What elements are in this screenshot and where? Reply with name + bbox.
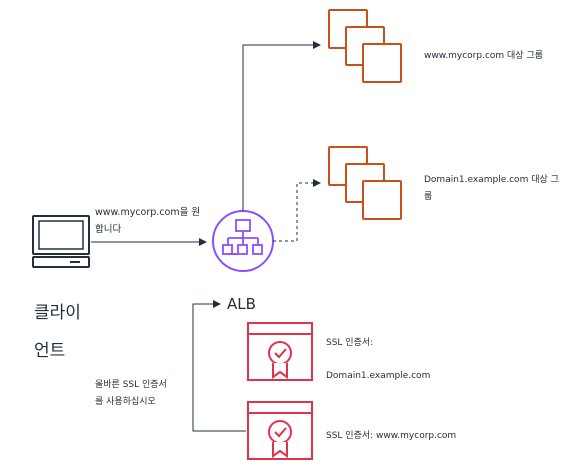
target-group-2-label-line-2: 룹	[424, 192, 433, 202]
client-computer-icon	[32, 215, 90, 268]
client-request-line-2: 합니다	[95, 224, 122, 235]
target-group-2-label-line-1: Domain1.example.com 대상 그	[424, 175, 559, 185]
client-label-line-1: 클라이	[34, 303, 81, 323]
target-group-1-instances-icon	[328, 9, 402, 83]
ssl-certificate-1-icon	[247, 322, 313, 381]
alb-load-balancer-icon	[212, 210, 274, 272]
certificate-1-label-line-2: Domain1.example.com	[326, 371, 431, 381]
alb-to-target-group-2-arrow	[273, 179, 321, 242]
sni-note-line-1: 올바른 SSL 인증서	[95, 380, 167, 390]
client-request-line-1: www.mycorp.com을 원	[95, 207, 201, 218]
target-group-1-label: www.mycorp.com 대상 그룹	[424, 51, 544, 61]
sni-note-line-2: 를 사용하십시오	[95, 397, 156, 407]
target-group-2-instances-icon	[328, 146, 402, 220]
client-label-line-2: 언트	[34, 341, 66, 361]
alb-to-target-group-1-arrow	[242, 41, 321, 211]
ssl-certificate-2-icon	[247, 401, 313, 460]
certificate-to-alb-arrow	[192, 300, 246, 432]
alb-label: ALB	[227, 295, 256, 313]
certificate-2-label: SSL 인증서: www.mycorp.com	[326, 431, 457, 441]
certificate-1-label-line-1: SSL 인증서:	[326, 338, 374, 348]
